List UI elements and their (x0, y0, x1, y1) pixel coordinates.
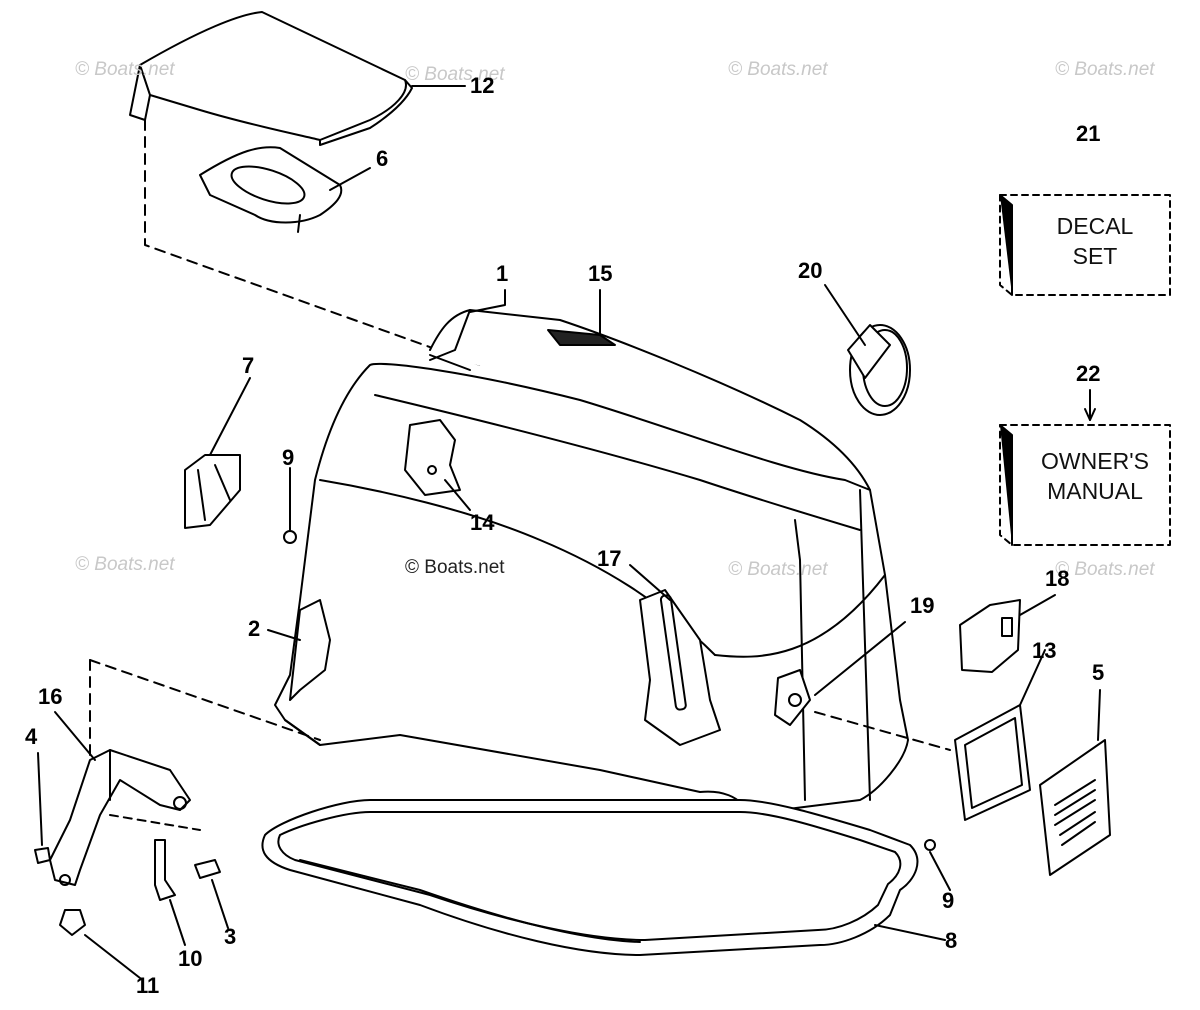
part-18-decal (959, 599, 1021, 673)
part-7-clip (184, 454, 241, 529)
decal-set-label: DECAL SET (1025, 212, 1165, 272)
callout-6: 6 (376, 146, 389, 171)
callout-20: 20 (798, 258, 823, 283)
owners-manual-label: OWNER'S MANUAL (1020, 447, 1170, 507)
callout-5: 5 (1092, 660, 1105, 685)
decal-set-line-2: SET (1072, 242, 1118, 269)
callout-22: 22 (1076, 361, 1101, 386)
callout-1: 1 (496, 261, 509, 286)
watermark-1: © Boats.net (75, 59, 175, 80)
watermark-7: © Boats.net (1055, 559, 1155, 580)
watermark-2: © Boats.net (405, 64, 505, 85)
part-6-grommet (199, 146, 343, 233)
part-12-top-cover (129, 11, 413, 146)
callout-3: 3 (224, 924, 237, 949)
callout-8: 8 (945, 928, 958, 953)
decal-set-line-1: DECAL (1056, 213, 1134, 239)
callout-4: 4 (25, 724, 38, 749)
part-14-panel (404, 419, 461, 496)
callout-13: 13 (1032, 638, 1057, 663)
leader-lines (37, 85, 1101, 979)
watermark-center: © Boats.net (405, 557, 505, 578)
callout-2: 2 (248, 616, 261, 641)
watermark-5: © Boats.net (75, 554, 175, 575)
owners-manual-box-shape (999, 424, 1171, 546)
callout-21: 21 (1076, 121, 1101, 146)
callout-17: 17 (597, 546, 622, 571)
callout-12: 12 (470, 73, 495, 98)
callout-7: 7 (242, 353, 255, 378)
owners-manual-line-2: MANUAL (1047, 477, 1143, 504)
decal-set-box-shape (999, 194, 1171, 296)
callout-15: 15 (588, 261, 613, 286)
callout-14: 14 (470, 510, 495, 535)
watermark-4: © Boats.net (1055, 59, 1155, 80)
part-8-seal (261, 799, 919, 956)
callout-9-right: 9 (942, 888, 955, 913)
part-16-bracket (49, 749, 191, 886)
watermark-3: © Boats.net (728, 59, 828, 80)
part-13-frame (954, 704, 1031, 821)
callout-18: 18 (1045, 566, 1070, 591)
part-20-coil (847, 324, 911, 416)
owners-manual-line-1: OWNER'S (1041, 448, 1149, 474)
callout-9-left: 9 (282, 445, 295, 470)
watermark-6: © Boats.net (728, 559, 828, 580)
callout-16: 16 (38, 684, 63, 709)
callout-10: 10 (178, 946, 203, 971)
callout-19: 19 (910, 593, 935, 618)
callout-11: 11 (136, 973, 160, 998)
part-5-plate (1039, 739, 1111, 876)
